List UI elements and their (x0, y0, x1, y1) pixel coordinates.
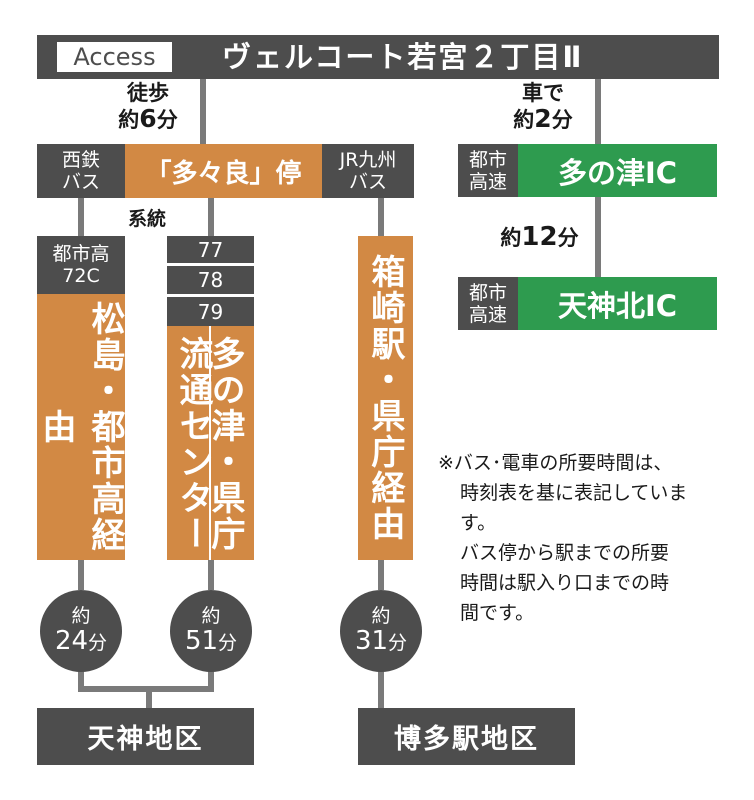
connector-jr (378, 198, 384, 236)
duration-31-unit: 分 (388, 632, 408, 654)
destination-tenjin: 天神地区 (37, 708, 254, 765)
route-ryutsu-text: 流通センター (173, 336, 213, 552)
note-line5: 時間は駅入り口までの時 (460, 572, 670, 594)
walk-line1: 徒歩 (127, 81, 169, 105)
route-matsushima-text: 松島・都市高経由 (36, 301, 125, 553)
route-79: 79 (167, 297, 254, 326)
duration-51-prefix: 約 (201, 605, 221, 627)
connector-hakozaki-circle (378, 560, 384, 590)
route-toshiko-72c: 都市高 72C (37, 236, 125, 294)
route-toshiko-line1: 都市高 (52, 243, 110, 265)
expressway-label-2-line1: 都市 (468, 281, 507, 304)
connector-car (595, 78, 601, 144)
expressway-label-2-line2: 高速 (468, 303, 507, 326)
keito-label: 系統 (128, 208, 167, 230)
duration-31-value: 31分 (355, 627, 407, 657)
connector-51-down (208, 670, 214, 692)
connector-matsushima-circle (78, 560, 84, 590)
expressway-label-2: 都市 高速 (458, 277, 518, 330)
connector-walk (200, 78, 206, 144)
nishitetsu-line2: バス (61, 171, 100, 193)
walk-suffix: 分 (156, 108, 178, 132)
tatara-stop: 「多々良」停 (125, 144, 322, 198)
nishitetsu-line1: 西鉄 (61, 149, 100, 171)
walk-line2: 約6分 (108, 106, 188, 133)
expressway-label-1-line2: 高速 (468, 170, 507, 193)
note-line4: バス停から駅までの所要 (460, 542, 670, 564)
tanotsu-ic-box: 多の津IC (518, 144, 717, 197)
route-divider (209, 326, 211, 560)
duration-24-unit: 分 (88, 632, 108, 654)
expressway-time: 約12分 (497, 222, 582, 252)
duration-51-unit: 分 (218, 632, 238, 654)
duration-24-prefix: 約 (71, 605, 91, 627)
note-line3: す。 (460, 512, 497, 534)
car-line2: 約2分 (503, 106, 583, 133)
jr-bus-box: JR九州 バス (322, 144, 414, 198)
route-toshiko-line2: 72C (62, 265, 100, 287)
notes-block: ※バス･電車の所要時間は、 時刻表を基に表記していま す。 バス停から駅までの所… (438, 448, 748, 628)
duration-31-circle: 約 31分 (340, 590, 422, 672)
jr-line2: バス (348, 171, 387, 193)
connector-tenjin (146, 686, 152, 708)
connector-ryutsu-circle (208, 560, 214, 590)
duration-31-prefix: 約 (371, 605, 391, 627)
route-tanotsu-text: 多の津・県庁 (205, 336, 245, 552)
duration-24-circle: 約 24分 (40, 590, 122, 672)
expressway-label-1-line1: 都市 (468, 148, 507, 171)
route-ryutsu-tanotsu-box: 多の津・県庁 流通センター (167, 326, 254, 560)
jr-line1: JR九州 (339, 149, 397, 171)
route-matsushima-box: 松島・都市高経由 (36, 294, 125, 560)
walk-prefix: 約 (118, 108, 140, 132)
expressway-time-prefix: 約 (500, 226, 522, 250)
connector-nishitetsu (78, 198, 84, 236)
route-77: 77 (167, 236, 254, 263)
walk-num: 6 (139, 104, 157, 133)
car-num: 2 (534, 104, 552, 133)
duration-51-num: 51 (184, 626, 219, 656)
connector-hakata (378, 670, 384, 708)
connector-24-down (78, 670, 84, 692)
duration-24-num: 24 (54, 626, 89, 656)
access-label: Access (57, 42, 172, 72)
route-hakozaki-text: 箱崎駅・県庁経由 (365, 254, 405, 542)
connector-ic (595, 197, 601, 277)
car-time-label: 車で 約2分 (503, 80, 583, 133)
note-line2: 時刻表を基に表記していま (460, 482, 688, 504)
nishitetsu-bus-box: 西鉄 バス (37, 144, 125, 198)
destination-hakata: 博多駅地区 (358, 708, 575, 765)
expressway-time-unit: 分 (557, 226, 579, 250)
note-line1: ※バス･電車の所要時間は、 (438, 452, 673, 474)
car-suffix: 分 (551, 108, 573, 132)
property-title: ヴェルコート若宮２丁目Ⅱ (222, 40, 584, 74)
duration-31-num: 31 (354, 626, 389, 656)
expressway-time-num: 12 (521, 222, 558, 252)
route-78: 78 (167, 266, 254, 294)
route-hakozaki-box: 箱崎駅・県庁経由 (358, 236, 413, 560)
note-line6: 間です。 (460, 602, 535, 624)
connector-tatara (208, 198, 214, 236)
duration-24-value: 24分 (55, 627, 107, 657)
duration-51-circle: 約 51分 (170, 590, 252, 672)
walk-time-label: 徒歩 約6分 (108, 80, 188, 133)
tenjin-kita-ic-box: 天神北IC (518, 277, 717, 330)
car-prefix: 約 (513, 108, 535, 132)
duration-51-value: 51分 (185, 627, 237, 657)
expressway-label-1: 都市 高速 (458, 144, 518, 197)
car-line1: 車で (522, 81, 564, 105)
